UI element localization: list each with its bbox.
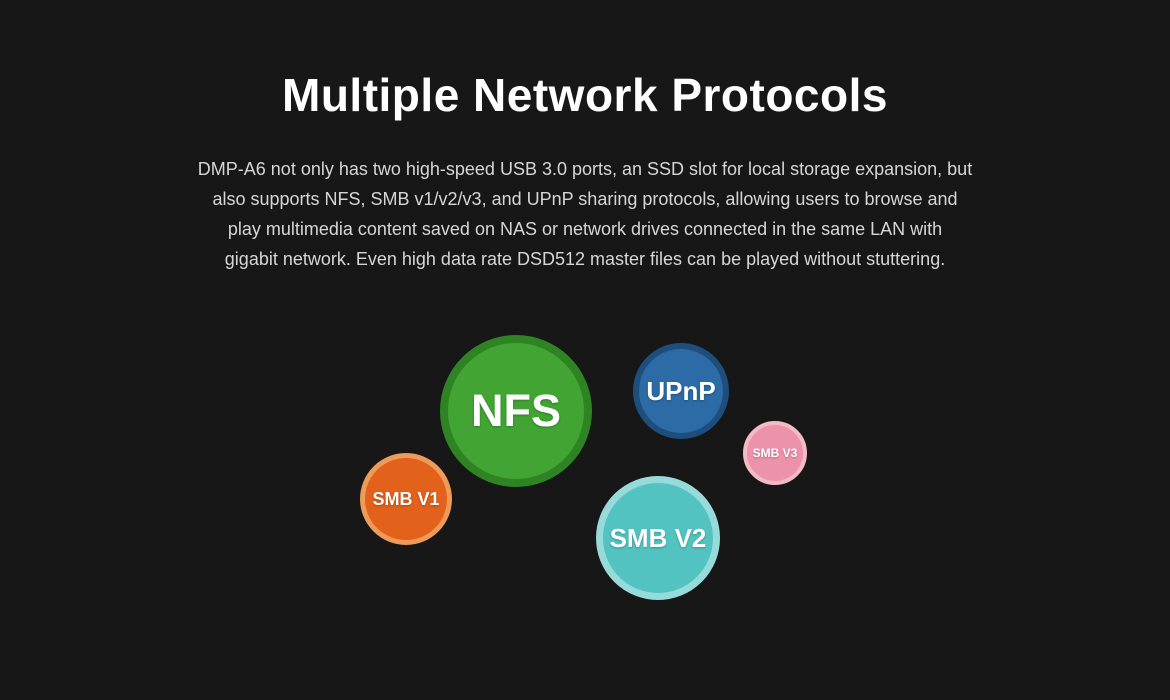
- description-line: gigabit network. Even high data rate DSD…: [224, 249, 946, 269]
- bubble-smb-v3: SMB V3: [743, 421, 807, 485]
- description-line: DMP-A6 not only has two high-speed USB 3…: [197, 159, 973, 179]
- description-line: also supports NFS, SMB v1/v2/v3, and UPn…: [212, 189, 958, 209]
- bubble-nfs-label: NFS: [471, 385, 561, 436]
- bubble-smb-v3-label: SMB V3: [752, 446, 798, 460]
- bubble-upnp: UPnP: [633, 343, 729, 439]
- bubble-upnp-label: UPnP: [646, 375, 716, 406]
- description-line: play multimedia content saved on NAS or …: [227, 219, 943, 239]
- bubble-smb-v2-label: SMB V2: [609, 522, 707, 553]
- description: DMP-A6 not only has two high-speed USB 3…: [0, 154, 1170, 274]
- page-title: Multiple Network Protocols: [282, 69, 888, 121]
- bubble-nfs: NFS: [440, 335, 592, 487]
- bubble-smb-v1-label: SMB V1: [372, 488, 440, 509]
- bubble-smb-v2: SMB V2: [596, 476, 720, 600]
- bubble-smb-v1: SMB V1: [360, 453, 452, 545]
